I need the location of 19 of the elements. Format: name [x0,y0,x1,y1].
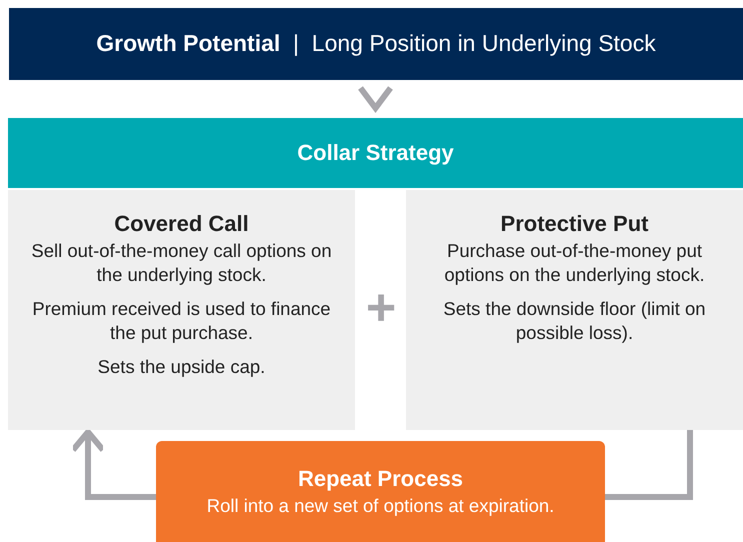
heading: Protective Put [500,210,648,238]
heading: Collar Strategy [297,138,454,167]
description: Roll into a new set of options at expiration. [206,494,554,518]
description: Sets the downside floor (limit on possible loss). [442,296,707,345]
header-bar [8,118,743,188]
description: Premium received is used to finance the put purchase. [31,296,332,345]
heading: Repeat Process [298,465,464,494]
process-box [156,441,605,542]
description: Purchase out-of-the-money put options on the underlying stock. [443,238,706,287]
heading: Covered Call [114,210,249,238]
strategy-panel [8,190,355,430]
heading: Growth Potential | Long Position in Underlying Stock [96,29,656,58]
description: Sets the upside cap. [98,354,266,379]
plus-sign: + [364,282,398,334]
chevron-arrow [358,86,393,113]
description: Sell out-of-the-money call options on the underlying stock. [30,238,333,287]
banner-box [9,8,743,80]
connector-arrow [70,429,156,500]
strategy-panel [406,190,743,430]
